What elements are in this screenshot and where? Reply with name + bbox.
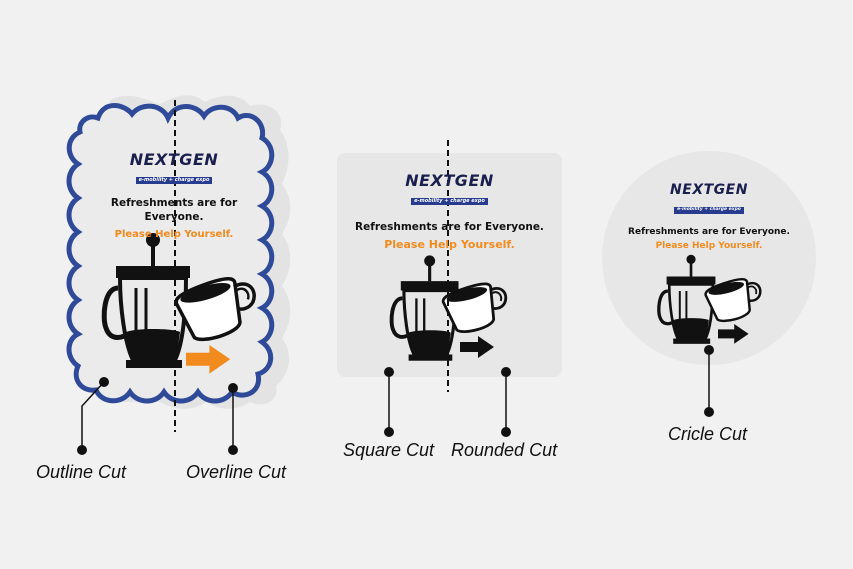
square-end-dot	[384, 427, 394, 437]
circle-end-dot	[704, 407, 714, 417]
brand-tagline: e-mobility + charge expo	[674, 207, 744, 214]
brand-logo: NEXTGEN	[670, 182, 748, 198]
sign-headline-line2: Everyone.	[144, 211, 204, 223]
brand-logo: NEXTGEN	[129, 150, 219, 169]
circle-cut-card	[602, 151, 816, 417]
brand-tagline: e-mobility + charge expo	[135, 177, 213, 184]
sign-subline: Please Help Yourself.	[384, 238, 515, 251]
outline-end-dot	[77, 445, 87, 455]
square-card-text: NEXTGEN e-mobility + charge expo Refresh…	[337, 171, 562, 252]
rounded-end-dot	[501, 427, 511, 437]
overline-end-dot	[228, 445, 238, 455]
square-cut-card	[337, 140, 562, 437]
outline-card-text: NEXTGEN e-mobility + charge expo Refresh…	[86, 150, 262, 241]
sign-headline: Refreshments are for Everyone.	[355, 221, 544, 233]
sign-headline-line1: Refreshments are for	[110, 197, 238, 209]
brand-logo: NEXTGEN	[405, 171, 494, 190]
label-square-cut: Square Cut	[343, 440, 435, 460]
circle-cut-shape	[602, 151, 816, 365]
circle-card-text: NEXTGEN e-mobility + charge expo Refresh…	[610, 183, 808, 251]
brand-tagline: e-mobility + charge expo	[411, 198, 488, 205]
label-circle-cut: Cricle Cut	[668, 424, 748, 444]
sign-subline: Please Help Yourself.	[114, 229, 234, 240]
label-rounded-cut: Rounded Cut	[451, 440, 558, 460]
outline-cut-card	[66, 95, 291, 455]
sign-subline: Please Help Yourself.	[655, 241, 763, 251]
label-outline-cut: Outline Cut	[36, 462, 127, 482]
sign-headline: Refreshments are for Everyone.	[628, 227, 790, 237]
outline-leader-line	[81, 381, 105, 450]
label-overline-cut: Overline Cut	[186, 462, 287, 482]
